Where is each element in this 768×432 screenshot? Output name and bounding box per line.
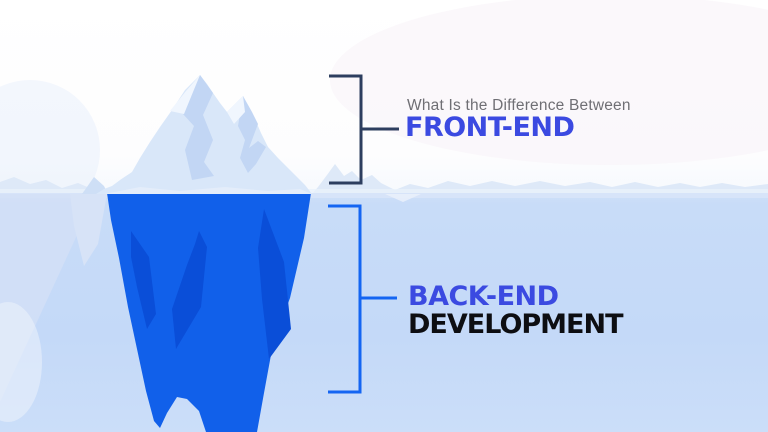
sky-pink-haze	[330, 0, 768, 165]
development-title: DEVELOPMENT	[408, 309, 624, 340]
iceberg-above-facet-center	[183, 75, 214, 180]
subtitle-text: What Is the Difference Between	[407, 97, 631, 114]
water-surface-band	[0, 193, 768, 198]
iceberg-above-facet-right	[238, 96, 266, 173]
underwater-distant-silhouette	[70, 194, 107, 266]
horizon-mountains-right	[312, 164, 768, 194]
back-end-bracket	[328, 204, 397, 394]
iceberg-above-small-bump	[82, 177, 108, 194]
iceberg-underwater-facet-left	[131, 231, 156, 329]
iceberg-underwater-facet-right	[258, 209, 291, 359]
underwater-light-beam	[0, 302, 42, 422]
iceberg-above-base-light	[104, 187, 312, 194]
back-end-title: BACK-END	[408, 281, 559, 312]
iceberg-above-highlight-right	[227, 96, 245, 124]
iceberg-underwater-facet-center	[172, 231, 207, 349]
iceberg-above-highlight-left	[170, 75, 200, 114]
front-end-title: FRONT-END	[405, 112, 575, 143]
water-surface-glint	[385, 194, 421, 202]
shoreline-light-strip	[0, 189, 768, 194]
front-end-bracket	[329, 74, 399, 185]
